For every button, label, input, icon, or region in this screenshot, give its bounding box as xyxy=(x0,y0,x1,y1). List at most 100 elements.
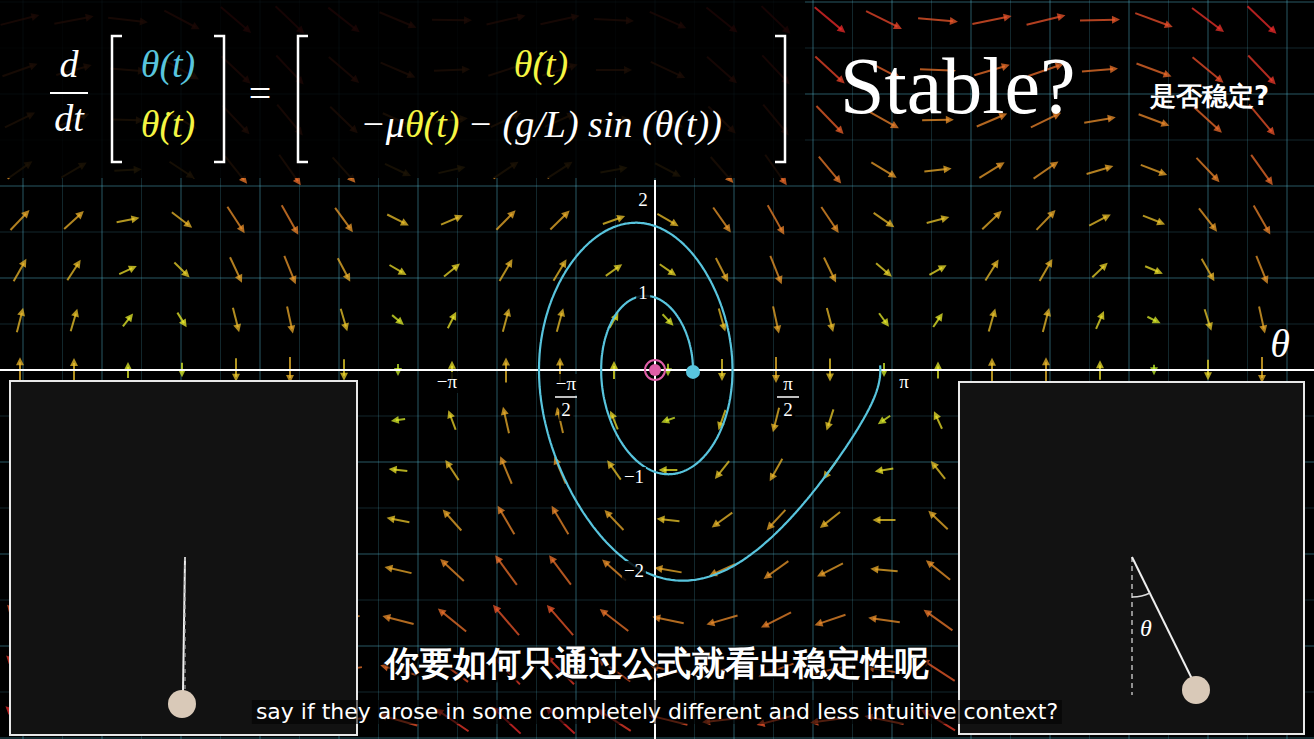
field-arrow xyxy=(17,313,22,332)
field-arrowhead xyxy=(1099,263,1108,271)
field-arrow xyxy=(765,612,791,625)
field-arrowhead xyxy=(557,308,565,317)
pendulum-rod xyxy=(183,557,185,692)
field-arrowhead xyxy=(448,361,456,369)
field-arrowhead xyxy=(125,314,133,323)
field-arrowhead xyxy=(706,618,715,626)
axis-label: π xyxy=(781,374,795,395)
field-arrowhead xyxy=(1096,360,1104,368)
field-arrowhead xyxy=(21,210,29,219)
angle-label: θ xyxy=(1140,615,1152,641)
field-arrowhead xyxy=(817,569,826,576)
field-arrow xyxy=(608,514,624,530)
axis-label: −π xyxy=(554,374,578,395)
field-arrowhead xyxy=(1105,164,1114,172)
field-arrowhead xyxy=(825,422,833,431)
field-arrow xyxy=(444,562,464,581)
field-arrowhead xyxy=(827,323,835,332)
field-arrowhead xyxy=(1211,174,1219,183)
field-arrowhead xyxy=(1110,65,1118,73)
field-arrow xyxy=(14,263,24,281)
field-arrow xyxy=(659,568,681,572)
equation-text: 是否稳定? xyxy=(1150,82,1269,111)
field-arrowhead xyxy=(128,266,137,273)
field-arrow xyxy=(442,612,466,632)
field-arrow xyxy=(774,408,779,428)
field-arrow xyxy=(972,17,1006,24)
field-arrowhead xyxy=(498,506,505,515)
field-arrowhead xyxy=(179,318,187,327)
equation-text: −μ xyxy=(360,103,405,145)
field-arrowhead xyxy=(289,275,296,284)
field-arrowhead xyxy=(943,165,951,173)
field-arrowhead xyxy=(1164,20,1173,28)
grid-line xyxy=(0,738,1314,739)
field-arrowhead xyxy=(872,516,880,524)
field-arrowhead xyxy=(670,219,679,226)
field-arrowhead xyxy=(771,424,779,433)
field-arrow xyxy=(1251,155,1270,181)
field-arrow xyxy=(1194,107,1218,129)
equation-text: d xyxy=(60,44,79,86)
field-arrow xyxy=(982,214,998,229)
field-arrowhead xyxy=(559,259,567,268)
field-arrowhead xyxy=(1259,325,1267,334)
pendulum-panel: θ xyxy=(958,381,1305,735)
field-arrowhead xyxy=(893,22,902,29)
field-arrowhead xyxy=(507,210,515,218)
field-arrowhead xyxy=(398,267,407,275)
field-arrowhead xyxy=(938,265,947,272)
grid-line xyxy=(0,278,1314,279)
field-arrowhead xyxy=(773,325,781,334)
equation-backdrop xyxy=(0,0,805,178)
fraction-bar xyxy=(777,396,799,398)
field-arrow xyxy=(1136,63,1166,74)
field-arrowhead xyxy=(924,610,933,618)
field-arrowhead xyxy=(613,264,622,272)
field-arrow xyxy=(819,615,845,624)
field-arrow xyxy=(925,662,954,681)
field-arrowhead xyxy=(657,516,665,524)
field-arrow xyxy=(928,613,953,631)
field-arrow xyxy=(770,256,780,280)
fraction-bar xyxy=(50,92,88,94)
field-arrowhead xyxy=(500,456,507,465)
field-arrowhead xyxy=(715,470,723,479)
field-arrowhead xyxy=(1263,226,1270,235)
field-arrowhead xyxy=(928,511,937,519)
field-arrowhead xyxy=(400,218,409,225)
field-arrowhead xyxy=(124,362,132,370)
field-arrowhead xyxy=(718,373,726,381)
field-arrowhead xyxy=(661,416,670,424)
subtitle: 你要如何只通过公式就看出稳定性呢 xyxy=(385,645,929,682)
field-arrow xyxy=(552,559,571,584)
field-arrow xyxy=(282,205,296,230)
field-arrow xyxy=(816,106,840,131)
field-arrowhead xyxy=(493,605,501,614)
field-arrowhead xyxy=(495,555,503,564)
equation-text: θ̇(t) xyxy=(141,104,196,146)
field-arrowhead xyxy=(1160,119,1169,126)
field-arrowhead xyxy=(605,510,613,519)
field-arrow xyxy=(387,617,413,624)
field-arrowhead xyxy=(75,211,84,219)
field-arrow xyxy=(713,207,728,228)
field-arrow xyxy=(821,207,836,229)
bracket xyxy=(214,36,224,162)
field-arrow xyxy=(874,213,891,224)
field-arrow xyxy=(504,412,509,434)
field-arrowhead xyxy=(721,273,728,282)
field-arrowhead xyxy=(19,259,26,268)
field-arrow xyxy=(1080,19,1115,22)
field-arrowhead xyxy=(1150,367,1158,375)
field-arrow xyxy=(932,514,948,529)
equation-row: −μθ̇(t)− (g/L) sin (θ(t)) xyxy=(360,104,722,146)
field-arrowhead xyxy=(610,361,618,369)
field-arrowhead xyxy=(235,274,242,283)
angle-arc xyxy=(1132,593,1150,597)
pendulum-bob xyxy=(168,690,196,718)
axis-label: 2 xyxy=(559,400,573,421)
field-arrowhead xyxy=(875,466,884,474)
field-arrow xyxy=(11,214,27,230)
field-arrowhead xyxy=(547,605,555,614)
